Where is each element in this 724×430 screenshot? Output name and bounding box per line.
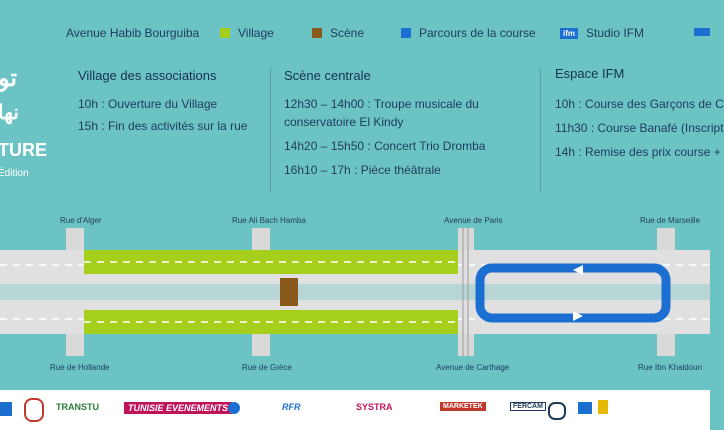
- partial-logo-icon: [694, 28, 710, 36]
- sponsor-rfr: RFR: [282, 402, 301, 412]
- arrow-right-icon: [573, 311, 583, 321]
- ifm-title: Espace IFM: [555, 66, 625, 81]
- street-label-top: Avenue de Paris: [444, 216, 503, 225]
- sponsor-tunisie-evenements: TUNISIE EVENEMENTS: [124, 402, 233, 414]
- arrow-left-icon: [573, 265, 583, 275]
- village-line: 15h : Fin des activités sur la rue: [78, 119, 248, 133]
- legend-studio-label: Studio IFM: [586, 26, 645, 40]
- sponsor-transtu: TRANSTU: [56, 402, 99, 412]
- sponsor-flag-icon: [578, 402, 592, 414]
- village-title: Village des associations: [78, 68, 217, 83]
- parcours-swatch-icon: [401, 28, 411, 38]
- sponsor-marketek: MARKETEK: [440, 402, 486, 411]
- village-line: 10h : Ouverture du Village: [78, 97, 218, 111]
- brand-edition: Édition: [0, 168, 29, 179]
- street-label-bottom: Rue de Hollande: [50, 363, 110, 372]
- ifm-line: 11h30 : Course Banafé (Inscript: [555, 121, 724, 135]
- brand-arabic-line2: نها: [0, 102, 19, 124]
- street-map: [0, 228, 710, 356]
- municipality-seal-icon: [24, 398, 44, 422]
- scene-section: Scène centrale 12h30 – 14h00 : Troupe mu…: [284, 68, 485, 177]
- sponsor-badge-icon: [598, 400, 608, 414]
- partial-logo-icon: [0, 402, 12, 416]
- scene-line: 14h20 – 15h50 : Concert Trio Dromba: [284, 139, 486, 153]
- street-label-bottom: Rue Ibn Khaldoun: [638, 363, 703, 372]
- sponsor-fercam: FERCAM: [510, 402, 546, 411]
- studio-ifm-logo-icon: ifm: [560, 27, 578, 39]
- divider-1: [270, 68, 271, 192]
- legend-village: Village: [220, 26, 274, 40]
- sponsor-emblem-icon: [228, 402, 240, 414]
- legend-studio: ifm Studio IFM: [560, 26, 644, 40]
- scene-swatch-icon: [312, 28, 322, 38]
- street-label-top: Rue d'Alger: [60, 216, 102, 225]
- village-swatch-icon: [220, 28, 230, 38]
- scene-line: 12h30 – 14h00 : Troupe musicale du: [284, 97, 479, 111]
- sponsor-gear-icon: [548, 402, 566, 420]
- legend-scene: Scène: [312, 26, 364, 40]
- scene-marker: [280, 278, 298, 306]
- legend-avenue: Avenue Habib Bourguiba: [66, 26, 199, 40]
- brand-latin: TURE: [0, 140, 47, 160]
- legend-avenue-label: Avenue Habib Bourguiba: [66, 26, 200, 40]
- sponsor-band: TRANSTU TUNISIE EVENEMENTS RFR SYSTRA MA…: [0, 390, 710, 430]
- scene-line: conservatoire El Kindy: [284, 115, 404, 129]
- street-label-top: Rue de Marseille: [640, 216, 701, 225]
- legend-parcours: Parcours de la course: [401, 26, 536, 40]
- ifm-section: Espace IFM 10h : Course des Garçons de C…: [555, 66, 724, 159]
- ifm-line: 14h : Remise des prix course +: [555, 145, 721, 159]
- brand-arabic-line1: تو: [0, 65, 18, 92]
- divider-2: [540, 68, 541, 192]
- ifm-line: 10h : Course des Garçons de C: [555, 97, 724, 111]
- legend-scene-label: Scène: [330, 26, 365, 40]
- median: [0, 284, 710, 300]
- legend-parcours-label: Parcours de la course: [419, 26, 536, 40]
- sponsor-systra: SYSTRA: [356, 402, 393, 412]
- map-legend: Avenue Habib Bourguiba Village Scène Par…: [0, 26, 710, 42]
- scene-title: Scène centrale: [284, 68, 371, 83]
- scene-line: 16h10 – 17h : Pièce théâtrale: [284, 163, 441, 177]
- street-label-bottom: Rue de Grèce: [242, 363, 292, 372]
- village-section: Village des associations 10h : Ouverture…: [78, 68, 247, 133]
- street-label-bottom: Avenue de Carthage: [436, 363, 510, 372]
- street-label-top: Rue Ali Bach Hamba: [232, 216, 306, 225]
- legend-village-label: Village: [238, 26, 274, 40]
